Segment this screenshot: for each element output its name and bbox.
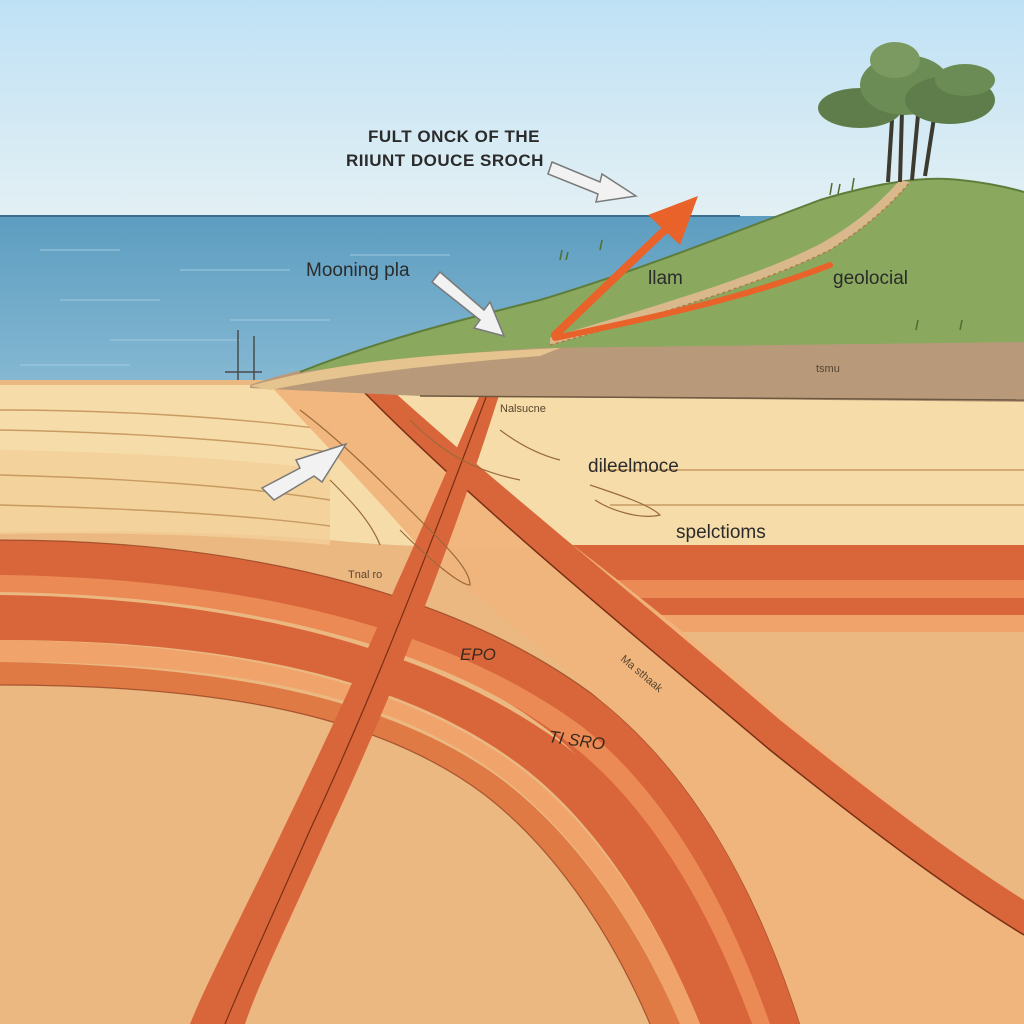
label-small-2: Tnal ro	[348, 569, 382, 581]
orange-arrow-icon	[551, 196, 833, 341]
label-small-1: tsmu	[816, 363, 840, 375]
grey-arrow-icon	[260, 160, 639, 501]
label-dileelmoce: dileelmoce	[588, 456, 679, 477]
dock-posts	[225, 330, 262, 380]
label-llam: llam	[648, 268, 683, 289]
grass-tufts	[559, 177, 963, 331]
fault-band-steep	[190, 390, 500, 1024]
tree-icon	[818, 42, 995, 183]
label-small-4: Nalsucne	[500, 403, 546, 415]
label-spelctioms: spelctioms	[676, 522, 766, 543]
fault-band-right	[360, 388, 1024, 935]
fault-details	[299, 409, 662, 586]
label-mooning: Mooning pla	[306, 260, 410, 281]
label-epo: EPO	[460, 645, 496, 664]
shoreline	[250, 348, 560, 390]
title-line-2: RIIUNT DOUCE SROCH	[346, 151, 544, 170]
right-rust-bands	[560, 545, 1024, 632]
label-geolocal: geolocial	[833, 268, 908, 289]
subducting-wedge	[270, 385, 1024, 1024]
upper-strata	[0, 385, 1024, 548]
title-line-1: FULT ONCK OF THE	[368, 127, 540, 146]
sea-ripples	[20, 249, 450, 366]
